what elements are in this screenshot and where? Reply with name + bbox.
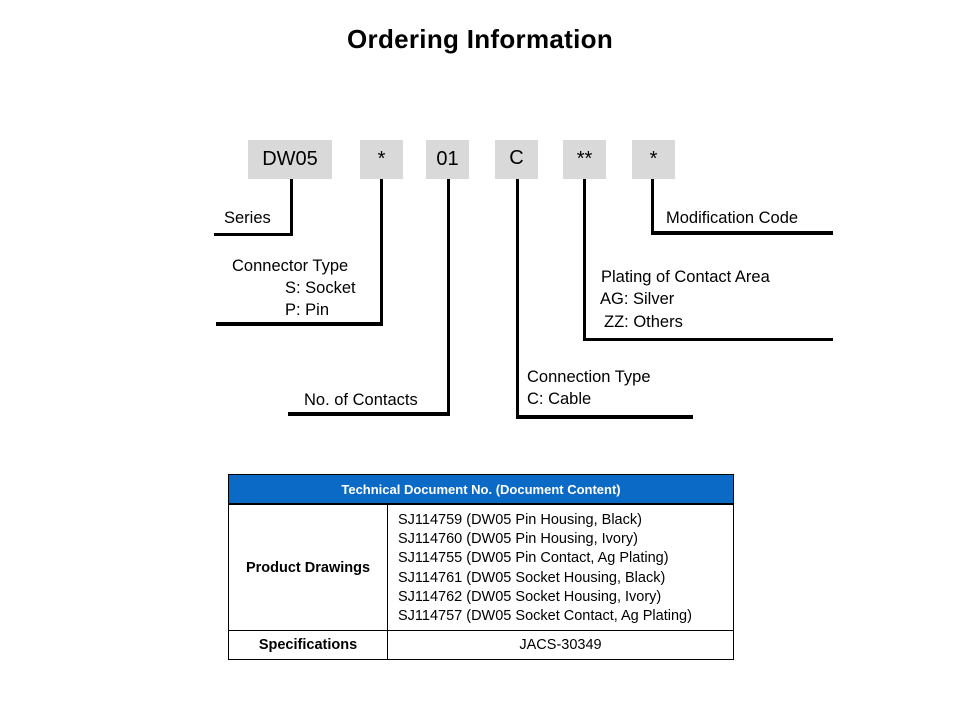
contacts-leader-vertical (447, 179, 450, 416)
connector-type-leader-horizontal (216, 322, 383, 326)
connection-type-label: Connection Type (527, 368, 651, 386)
plating-silver-label: AG: Silver (600, 290, 675, 308)
code-box-plating: ** (563, 140, 606, 179)
document-entry: SJ114761 (DW05 Socket Housing, Black) (398, 569, 666, 586)
connection-type-leader-horizontal (516, 415, 693, 419)
document-entry: SJ114759 (DW05 Pin Housing, Black) (398, 512, 642, 528)
connection-cable-label: C: Cable (527, 390, 592, 408)
code-box-series: DW05 (248, 140, 332, 179)
plating-others-label: ZZ: Others (604, 313, 683, 331)
plating-label: Plating of Contact Area (601, 268, 770, 286)
connector-socket-label: S: Socket (285, 279, 356, 297)
code-box-connector-type: * (360, 140, 403, 179)
code-box-contacts: 01 (426, 140, 469, 179)
code-box-modification: * (632, 140, 675, 179)
connector-pin-label: P: Pin (285, 301, 330, 319)
series-leader-horizontal (214, 233, 293, 236)
modification-label: Modification Code (666, 209, 799, 227)
connector-type-label: Connector Type (232, 257, 349, 275)
connection-type-leader-vertical (516, 179, 519, 419)
document-entry: SJ114757 (DW05 Socket Contact, Ag Platin… (398, 608, 692, 625)
table-header-row: Technical Document No. (Document Content… (228, 474, 734, 505)
specifications-value: JACS-30349 (387, 630, 734, 661)
table-header: Technical Document No. (Document Content… (228, 474, 734, 505)
document-entry: SJ114762 (DW05 Socket Housing, Ivory) (398, 588, 662, 605)
plating-leader-vertical (583, 179, 586, 341)
modification-leader-vertical (651, 179, 654, 235)
page-title: Ordering Information (347, 24, 613, 54)
table-row: Product Drawings SJ114759 (DW05 Pin Hous… (228, 503, 734, 632)
connector-type-leader-vertical (380, 179, 383, 326)
contacts-leader-horizontal (288, 412, 450, 416)
product-drawings-label: Product Drawings (228, 503, 388, 632)
series-leader-vertical (290, 179, 293, 236)
document-entry: SJ114760 (DW05 Pin Housing, Ivory) (398, 531, 638, 548)
document-entry: SJ114755 (DW05 Pin Contact, Ag Plating) (398, 550, 669, 567)
contacts-label: No. of Contacts (304, 391, 418, 409)
series-label: Series (224, 209, 271, 227)
modification-leader-horizontal (651, 231, 833, 235)
specifications-label: Specifications (228, 630, 388, 661)
technical-document-table: Technical Document No. (Document Content… (228, 474, 734, 661)
plating-leader-horizontal (583, 338, 833, 341)
table-row: Specifications JACS-30349 (228, 630, 734, 661)
product-drawings-list: SJ114759 (DW05 Pin Housing, Black) SJ114… (387, 503, 734, 632)
code-box-connection-type: C (495, 140, 538, 179)
